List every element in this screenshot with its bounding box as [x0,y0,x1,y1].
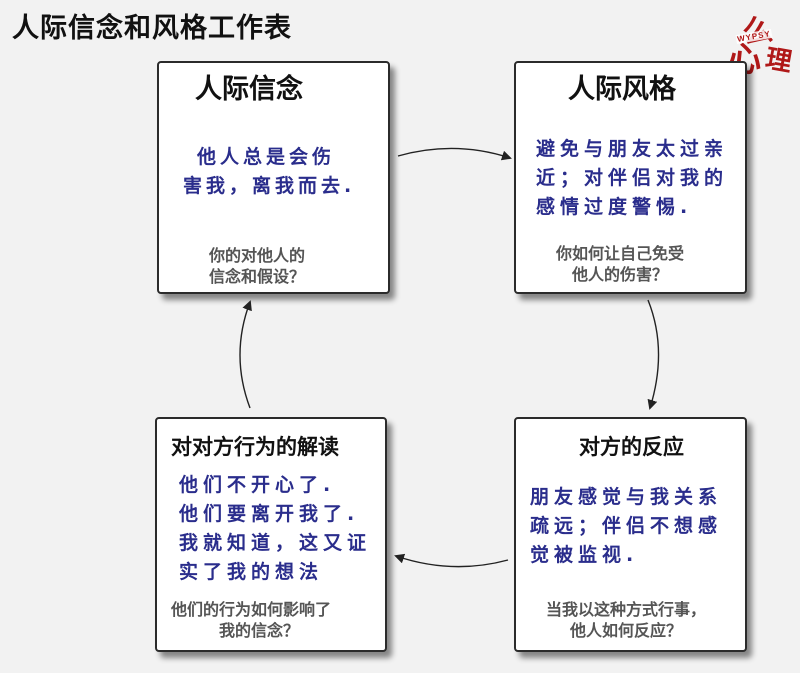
question-line: 你的对他人的 [209,246,306,265]
content-line: 觉被监视. [530,544,639,566]
question-line: 他人如何反应？ [570,621,683,640]
box-others-reaction: 对方的反应 朋友感觉与我关系 疏远；伴侣不想感 觉被监视. 当我以这种方式行事，… [514,417,747,652]
question-line: 他们的行为如何影响了 [171,600,332,619]
box-question: 当我以这种方式行事， 他人如何反应？ [546,599,706,641]
box-question: 你如何让自己免受 他人的伤害？ [556,243,684,285]
content-line: 我就知道，这又证 [179,532,372,554]
box-question: 他们的行为如何影响了 我的信念？ [171,599,331,641]
content-line: 避免与朋友太过亲 [536,138,729,160]
content-line: 疏远；伴侣不想感 [530,515,723,537]
arrow-reaction-to-interpretation [394,553,509,568]
question-line: 你如何让自己免受 [556,244,685,263]
box-content: 朋友感觉与我关系 疏远；伴侣不想感 觉被监视. [530,483,722,570]
box-interpersonal-beliefs: 人际信念 他人总是会伤 害我，离我而去. 你的对他人的 信念和假设？ [157,61,390,294]
content-line: 感情过度警惕. [536,196,693,218]
box-title: 人际信念 [195,74,303,105]
box-title: 对方的反应 [579,435,684,459]
content-line: 实了我的想法 [179,561,324,583]
box-content: 避免与朋友太过亲 近；对伴侣对我的 感情过度警惕. [536,135,728,222]
arrow-beliefs-to-style [397,147,512,161]
arrow-style-to-reaction [647,299,660,410]
box-interpretation: 对对方行为的解读 他们不开心了. 他们要离开我了. 我就知道，这又证 实了我的想… [155,417,387,652]
content-line: 他们不开心了. [179,474,336,496]
box-question: 你的对他人的 信念和假设？ [209,245,305,287]
question-line: 当我以这种方式行事， [546,600,707,619]
question-line: 我的信念？ [219,621,300,640]
box-title: 人际风格 [568,74,676,105]
question-line: 他人的伤害？ [572,265,669,284]
content-line: 朋友感觉与我关系 [530,486,723,508]
box-interpersonal-style: 人际风格 避免与朋友太过亲 近；对伴侣对我的 感情过度警惕. 你如何让自己免受 … [514,61,747,294]
box-content: 他人总是会伤 害我，离我而去. [183,143,355,201]
box-title: 对对方行为的解读 [171,435,339,459]
content-line: 近；对伴侣对我的 [536,167,729,189]
content-line: 害我，离我而去. [183,175,356,197]
content-line: 他人总是会伤 [197,146,336,168]
question-line: 信念和假设？ [209,267,306,286]
content-line: 他们要离开我了. [179,503,360,525]
arrow-interpretation-to-beliefs [239,300,252,409]
box-content: 他们不开心了. 他们要离开我了. 我就知道，这又证 实了我的想法 [179,471,371,587]
page-title: 人际信念和风格工作表 [12,13,292,44]
